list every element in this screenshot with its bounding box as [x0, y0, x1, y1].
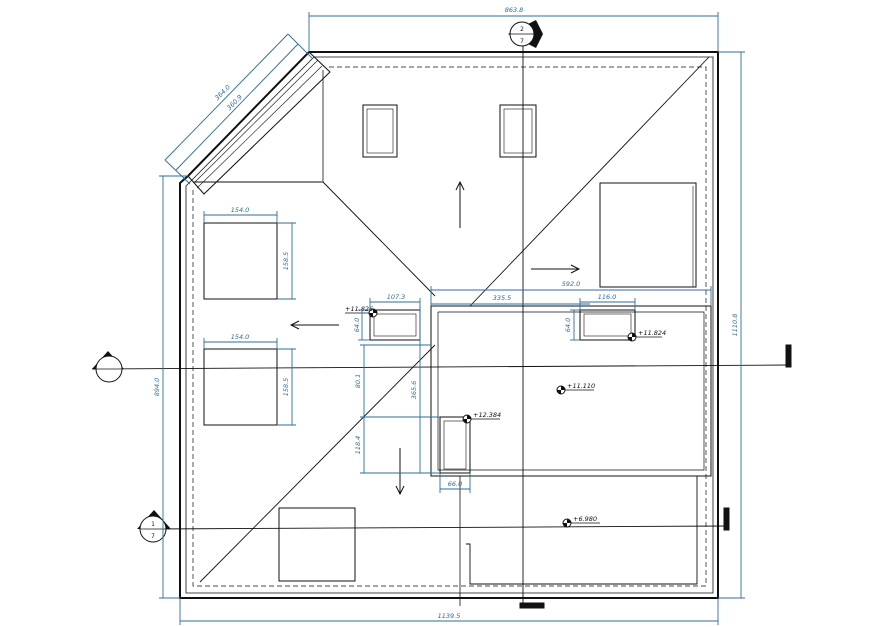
- dim-top-width: 863.8: [505, 6, 524, 14]
- roof-hatch-right: [599, 182, 697, 288]
- level-marker-1: +11.826: [345, 305, 378, 318]
- section-top-number: 2: [520, 26, 524, 33]
- hatch-small: [369, 309, 421, 341]
- dim-skylight1-height: 158.5: [282, 252, 290, 271]
- section-marker-top: 2 7: [508, 20, 543, 48]
- dim-vent-width: 116.0: [598, 293, 617, 301]
- section-low-number: 1: [151, 521, 155, 528]
- skylight-left-upper: [203, 222, 278, 300]
- skylight-1: [362, 104, 398, 158]
- dim-hatch-height: 64.0: [353, 318, 361, 332]
- roof-outline: [179, 51, 719, 599]
- level-3-label: +11.110: [567, 382, 595, 390]
- upper-roof-block: [430, 305, 712, 606]
- dim-skylight2-width: 154.0: [231, 333, 250, 341]
- section-marker-left-low: 1 7: [137, 510, 171, 543]
- dim-skylight2-height: 158.5: [282, 378, 290, 397]
- dim-118-4: 118.4: [354, 436, 362, 455]
- dim-vent-height: 64.0: [564, 318, 572, 332]
- level-4-label: +12.384: [473, 411, 501, 419]
- level-5-label: +6.980: [573, 515, 597, 523]
- dim-hatch-width: 107.3: [387, 293, 406, 301]
- level-2-label: +11.824: [638, 329, 666, 337]
- level-marker-3: +11.110: [556, 382, 595, 395]
- level-marker-5: +6.980: [562, 515, 600, 528]
- dim-left-height: 894.0: [153, 378, 161, 397]
- dim-diag-outer: 364.0: [213, 83, 232, 102]
- level-1-label: +11.826: [345, 305, 373, 313]
- section-lines: [91, 30, 792, 609]
- dimension-lines: [159, 12, 745, 625]
- dim-right-height: 1110.8: [731, 314, 739, 337]
- skylight-2: [499, 104, 537, 158]
- section-low-sheet: 7: [151, 533, 155, 540]
- skylight-bottom: [278, 507, 356, 582]
- dim-66-0: 66.0: [448, 480, 462, 488]
- level-marker-4: +12.384: [462, 411, 501, 424]
- slope-arrows: [289, 180, 581, 496]
- section-top-sheet: 7: [520, 38, 524, 45]
- dim-365-6: 365.6: [410, 381, 418, 400]
- dim-block-width-2: 592.0: [562, 280, 581, 288]
- stair-opening: [439, 416, 471, 474]
- dim-block-width-1: 335.5: [493, 294, 512, 302]
- skylight-left-lower: [203, 348, 278, 426]
- dim-bottom-width: 1139.5: [438, 612, 461, 620]
- ridge-lines: [193, 56, 710, 583]
- level-marker-2: +11.824: [627, 329, 666, 342]
- dim-80-1: 80.1: [354, 374, 362, 388]
- section-marker-left-mid: [92, 351, 124, 383]
- dim-skylight1-width: 154.0: [231, 206, 250, 214]
- vent-box: [579, 309, 636, 341]
